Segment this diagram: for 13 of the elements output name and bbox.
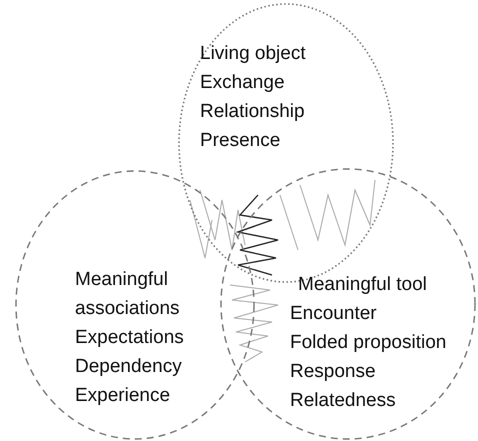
list-item: Dependency — [75, 355, 182, 379]
list-item: Living object — [200, 42, 306, 66]
list-item: Relatedness — [290, 389, 396, 413]
list-item: Folded proposition — [290, 331, 446, 355]
list-item: Meaningful associations — [75, 268, 181, 321]
list-item: Expectations — [75, 326, 184, 350]
list-item: Presence — [200, 129, 280, 153]
list-item: Response — [290, 360, 376, 384]
list-item: Encounter — [290, 302, 377, 326]
list-item: Relationship — [200, 100, 305, 124]
list-item: Meaningful tool — [298, 273, 427, 297]
list-item: Experience — [75, 384, 170, 408]
list-item: Exchange — [200, 71, 285, 95]
